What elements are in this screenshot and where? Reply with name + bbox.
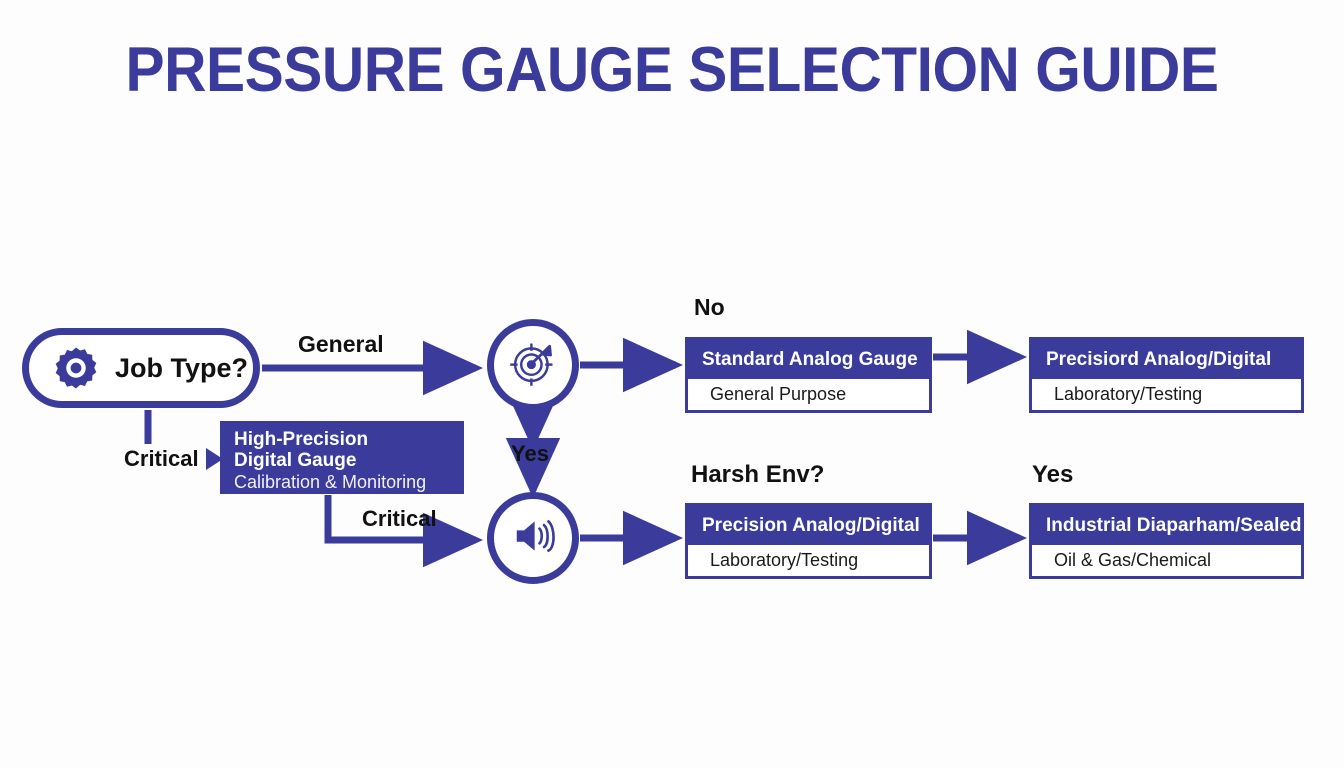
card-industrial-diaparham-sealed-header: Industrial Diaparham/Sealed [1032, 506, 1301, 545]
edge-highprecision-to-speaker [324, 495, 484, 568]
gear-icon [53, 345, 99, 391]
card-precision-analog-digital[interactable]: Precision Analog/Digital Laboratory/Test… [685, 503, 932, 579]
edge-label-general: General [298, 331, 384, 357]
card-precision-analog-digital-body: Laboratory/Testing [688, 545, 929, 575]
high-precision-digital-gauge-box[interactable]: High-Precision Digital Gauge Calibration… [220, 421, 464, 494]
card-precisiord-analog-digital-body: Laboratory/Testing [1032, 379, 1301, 409]
start-node-label: Job Type? [115, 352, 249, 383]
card-precision-analog-digital-header: Precision Analog/Digital [688, 506, 929, 545]
edge-label-no: No [694, 294, 725, 320]
target-arrow-icon [507, 337, 559, 394]
critical-arrowhead-icon [206, 448, 223, 470]
card-standard-analog-gauge-body: General Purpose [688, 379, 929, 409]
edge-label-yes-middle: Yes [511, 441, 549, 466]
start-node-job-type[interactable]: Job Type? [22, 328, 260, 408]
card-industrial-diaparham-sealed[interactable]: Industrial Diaparham/Sealed Oil & Gas/Ch… [1029, 503, 1304, 579]
card-standard-analog-gauge[interactable]: Standard Analog Gauge General Purpose [685, 337, 932, 413]
card-industrial-diaparham-sealed-body: Oil & Gas/Chemical [1032, 545, 1301, 575]
speaker-node[interactable] [487, 492, 579, 584]
high-precision-line1: High-Precision [234, 429, 369, 450]
page-title: PRESSURE GAUGE SELECTION GUIDE [125, 35, 1219, 105]
high-precision-line2: Digital Gauge [234, 450, 357, 472]
speaker-volume-icon [507, 510, 559, 567]
edge-label-critical-2: Critical [362, 506, 437, 531]
edge-label-yes-right: Yes [1032, 461, 1074, 488]
target-node[interactable] [487, 319, 579, 411]
edge-label-harsh-env: Harsh Env? [691, 461, 825, 488]
card-precisiord-analog-digital[interactable]: Precisiord Analog/Digital Laboratory/Tes… [1029, 337, 1304, 413]
high-precision-line3: Calibration & Monitoring [234, 471, 427, 492]
card-precisiord-analog-digital-header: Precisiord Analog/Digital [1032, 340, 1301, 379]
card-standard-analog-gauge-header: Standard Analog Gauge [688, 340, 929, 379]
edge-label-critical-1: Critical [124, 446, 199, 471]
